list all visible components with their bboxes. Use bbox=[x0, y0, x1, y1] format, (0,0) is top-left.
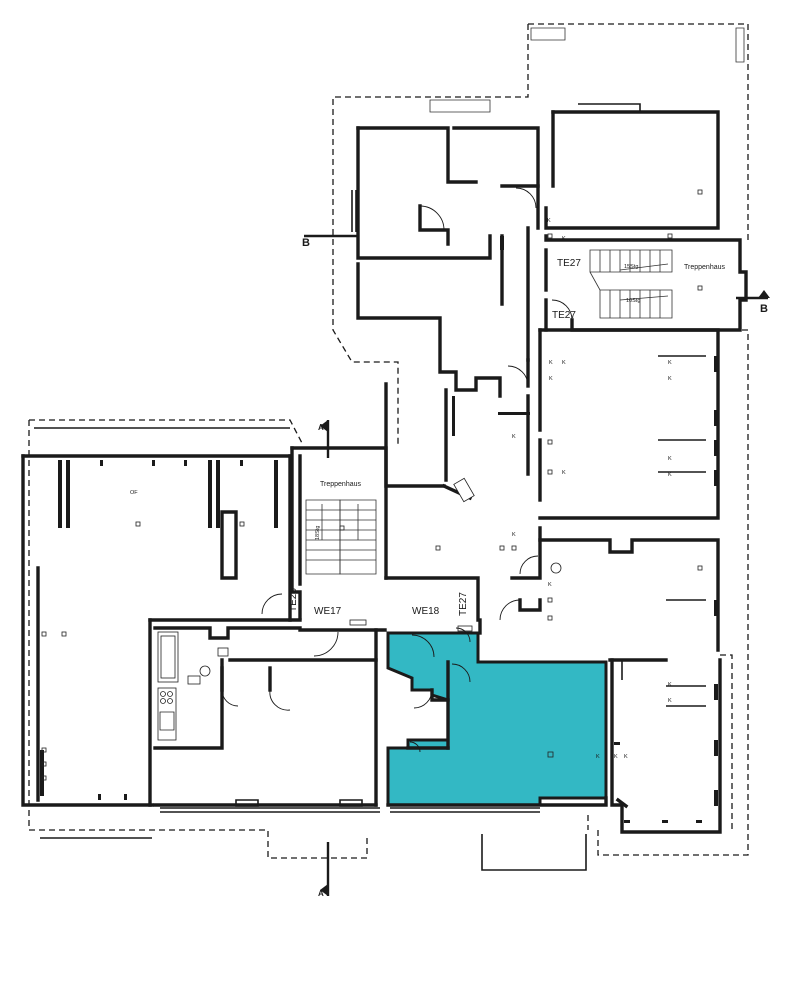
k-label: K bbox=[548, 582, 552, 588]
stair-left bbox=[305, 499, 377, 575]
k-label: K bbox=[668, 456, 672, 462]
section-marker-b-right: B bbox=[736, 290, 770, 315]
section-marker-a-top: A bbox=[318, 420, 330, 458]
svg-text:B: B bbox=[302, 237, 310, 249]
k-label: K bbox=[562, 360, 566, 366]
k-label: K bbox=[668, 376, 672, 382]
k-label: K bbox=[512, 434, 516, 440]
k-label: K bbox=[512, 532, 516, 538]
k-label: K bbox=[668, 472, 672, 478]
k-label: K bbox=[668, 360, 672, 366]
k-label: K bbox=[614, 754, 618, 760]
k-label: K bbox=[562, 470, 566, 476]
pillars bbox=[40, 236, 718, 823]
k-label: K bbox=[668, 698, 672, 704]
unit-label-we18: WE18 bbox=[412, 606, 440, 617]
stair-left-label: Treppenhaus bbox=[320, 481, 361, 488]
door-label-te27-mid: TE27 bbox=[552, 310, 576, 321]
k-label: K bbox=[549, 376, 553, 382]
room-of-mark: OF bbox=[130, 490, 138, 496]
stair-left-steps: 18Stg bbox=[315, 526, 321, 540]
walls bbox=[21, 110, 748, 834]
highlighted-unit-we18[interactable] bbox=[386, 631, 608, 807]
k-label: K bbox=[624, 754, 628, 760]
k-label: K bbox=[547, 218, 551, 224]
doors bbox=[221, 187, 573, 753]
door-label-te27-top: TE27 bbox=[557, 258, 581, 269]
stair-right-steps-bottom: 10Stg bbox=[626, 298, 640, 304]
k-label: K bbox=[549, 360, 553, 366]
svg-text:B: B bbox=[760, 303, 768, 315]
fixtures bbox=[157, 477, 562, 741]
stair-right-steps-top: 15Stg bbox=[624, 264, 638, 270]
section-marker-b-left: B bbox=[302, 234, 358, 249]
unit-label-we17: WE17 bbox=[314, 606, 342, 617]
k-label: K bbox=[668, 682, 672, 688]
k-label: K bbox=[562, 236, 566, 242]
svg-text:A: A bbox=[318, 423, 324, 432]
stair-right bbox=[589, 249, 673, 319]
k-labels: K K K K K K K K K K K K K K K K K K bbox=[512, 218, 672, 760]
svg-text:A: A bbox=[318, 889, 324, 898]
terrace-outline-dashed bbox=[28, 23, 749, 859]
k-label: K bbox=[596, 754, 600, 760]
door-label-te27-bottom: TE27 bbox=[458, 592, 469, 616]
markers bbox=[41, 189, 703, 781]
door-label-te26: TE26 bbox=[288, 588, 299, 612]
section-marker-a-bottom: A bbox=[318, 842, 330, 898]
windows bbox=[34, 103, 706, 871]
stair-right-label: Treppenhaus bbox=[684, 264, 725, 271]
toilet bbox=[199, 665, 211, 677]
